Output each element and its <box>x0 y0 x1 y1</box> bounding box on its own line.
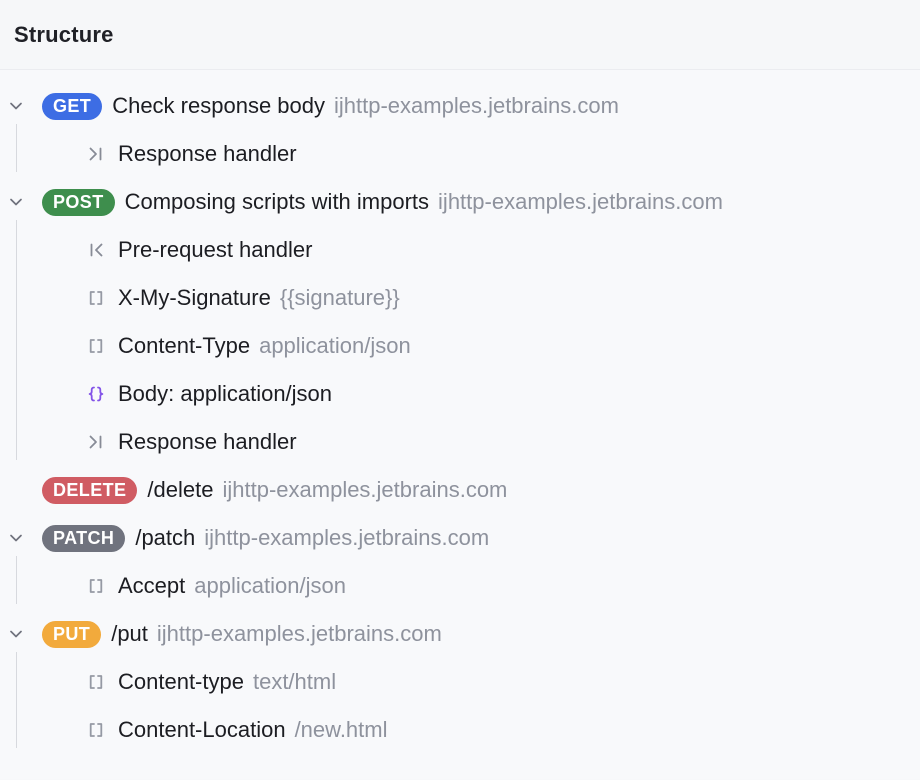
method-badge: GET <box>42 92 103 120</box>
request-name: Composing scripts with imports <box>124 189 430 214</box>
item-value: text/html <box>252 669 337 694</box>
method-badge: PATCH <box>42 524 126 552</box>
tree-group: POST Composing scripts with imports ijht… <box>0 178 920 466</box>
item-label: Accept <box>118 573 186 598</box>
brackets-icon <box>84 718 108 742</box>
tree-item-request[interactable]: POST Composing scripts with imports ijht… <box>0 178 920 226</box>
request-host: ijhttp-examples.jetbrains.com <box>156 621 442 646</box>
item-label: Content-type <box>118 669 244 694</box>
item-value: application/json <box>194 573 346 598</box>
structure-tree: GET Check response body ijhttp-examples.… <box>0 70 920 779</box>
tree-item-header[interactable]: Content-type text/html <box>0 658 920 706</box>
request-host: ijhttp-examples.jetbrains.com <box>222 477 508 502</box>
pre-request-handler-icon <box>84 238 108 262</box>
item-label: Pre-request handler <box>118 237 313 262</box>
item-value: {{signature}} <box>279 285 400 310</box>
response-handler-icon <box>84 142 108 166</box>
request-name: /patch <box>135 525 196 550</box>
brackets-icon <box>84 574 108 598</box>
tree-item-response-handler[interactable]: Response handler <box>0 130 920 178</box>
brackets-icon <box>84 670 108 694</box>
tree-item-request[interactable]: DELETE /delete ijhttp-examples.jetbrains… <box>0 466 920 514</box>
tree-children: Content-type text/html Content-Location … <box>0 652 920 754</box>
item-label: Content-Location <box>118 717 286 742</box>
chevron-down-icon[interactable] <box>4 526 28 550</box>
method-badge: POST <box>42 188 115 216</box>
method-badge: DELETE <box>42 476 138 504</box>
request-name: /put <box>111 621 148 646</box>
panel-title: Structure <box>14 21 114 47</box>
request-host: ijhttp-examples.jetbrains.com <box>334 93 619 118</box>
braces-icon <box>84 382 108 406</box>
request-host: ijhttp-examples.jetbrains.com <box>438 189 723 214</box>
method-badge: PUT <box>42 620 102 648</box>
tree-item-body[interactable]: Body: application/json <box>0 370 920 418</box>
brackets-icon <box>84 334 108 358</box>
chevron-down-icon[interactable] <box>4 94 28 118</box>
tree-item-pre-request-handler[interactable]: Pre-request handler <box>0 226 920 274</box>
request-name: /delete <box>147 477 214 502</box>
tree-children: Pre-request handler X-My-Signature {{sig… <box>0 220 920 466</box>
chevron-down-icon[interactable] <box>4 622 28 646</box>
tree-item-response-handler[interactable]: Response handler <box>0 418 920 466</box>
request-name: Check response body <box>112 93 325 118</box>
twisty-spacer <box>4 478 28 502</box>
item-label: Response handler <box>118 141 297 166</box>
tree-item-header[interactable]: Content-Location /new.html <box>0 706 920 754</box>
tree-item-request[interactable]: PATCH /patch ijhttp-examples.jetbrains.c… <box>0 514 920 562</box>
tree-item-request[interactable]: PUT /put ijhttp-examples.jetbrains.com <box>0 610 920 658</box>
item-label: Response handler <box>118 429 297 454</box>
chevron-down-icon[interactable] <box>4 190 28 214</box>
tree-group: PUT /put ijhttp-examples.jetbrains.com C… <box>0 610 920 754</box>
request-host: ijhttp-examples.jetbrains.com <box>204 525 490 550</box>
response-handler-icon <box>84 430 108 454</box>
tree-children: Response handler <box>0 124 920 178</box>
item-label: Body: application/json <box>118 381 333 406</box>
panel-header: Structure <box>0 0 920 70</box>
tree-group: GET Check response body ijhttp-examples.… <box>0 82 920 178</box>
tree-item-request[interactable]: GET Check response body ijhttp-examples.… <box>0 82 920 130</box>
tree-item-header[interactable]: X-My-Signature {{signature}} <box>0 274 920 322</box>
tree-group: DELETE /delete ijhttp-examples.jetbrains… <box>0 466 920 514</box>
tree-item-header[interactable]: Content-Type application/json <box>0 322 920 370</box>
item-label: Content-Type <box>118 333 251 358</box>
item-value: application/json <box>259 333 411 358</box>
tree-group: PATCH /patch ijhttp-examples.jetbrains.c… <box>0 514 920 610</box>
brackets-icon <box>84 286 108 310</box>
tree-item-header[interactable]: Accept application/json <box>0 562 920 610</box>
tree-children: Accept application/json <box>0 556 920 610</box>
item-value: /new.html <box>294 717 388 742</box>
item-label: X-My-Signature <box>118 285 271 310</box>
